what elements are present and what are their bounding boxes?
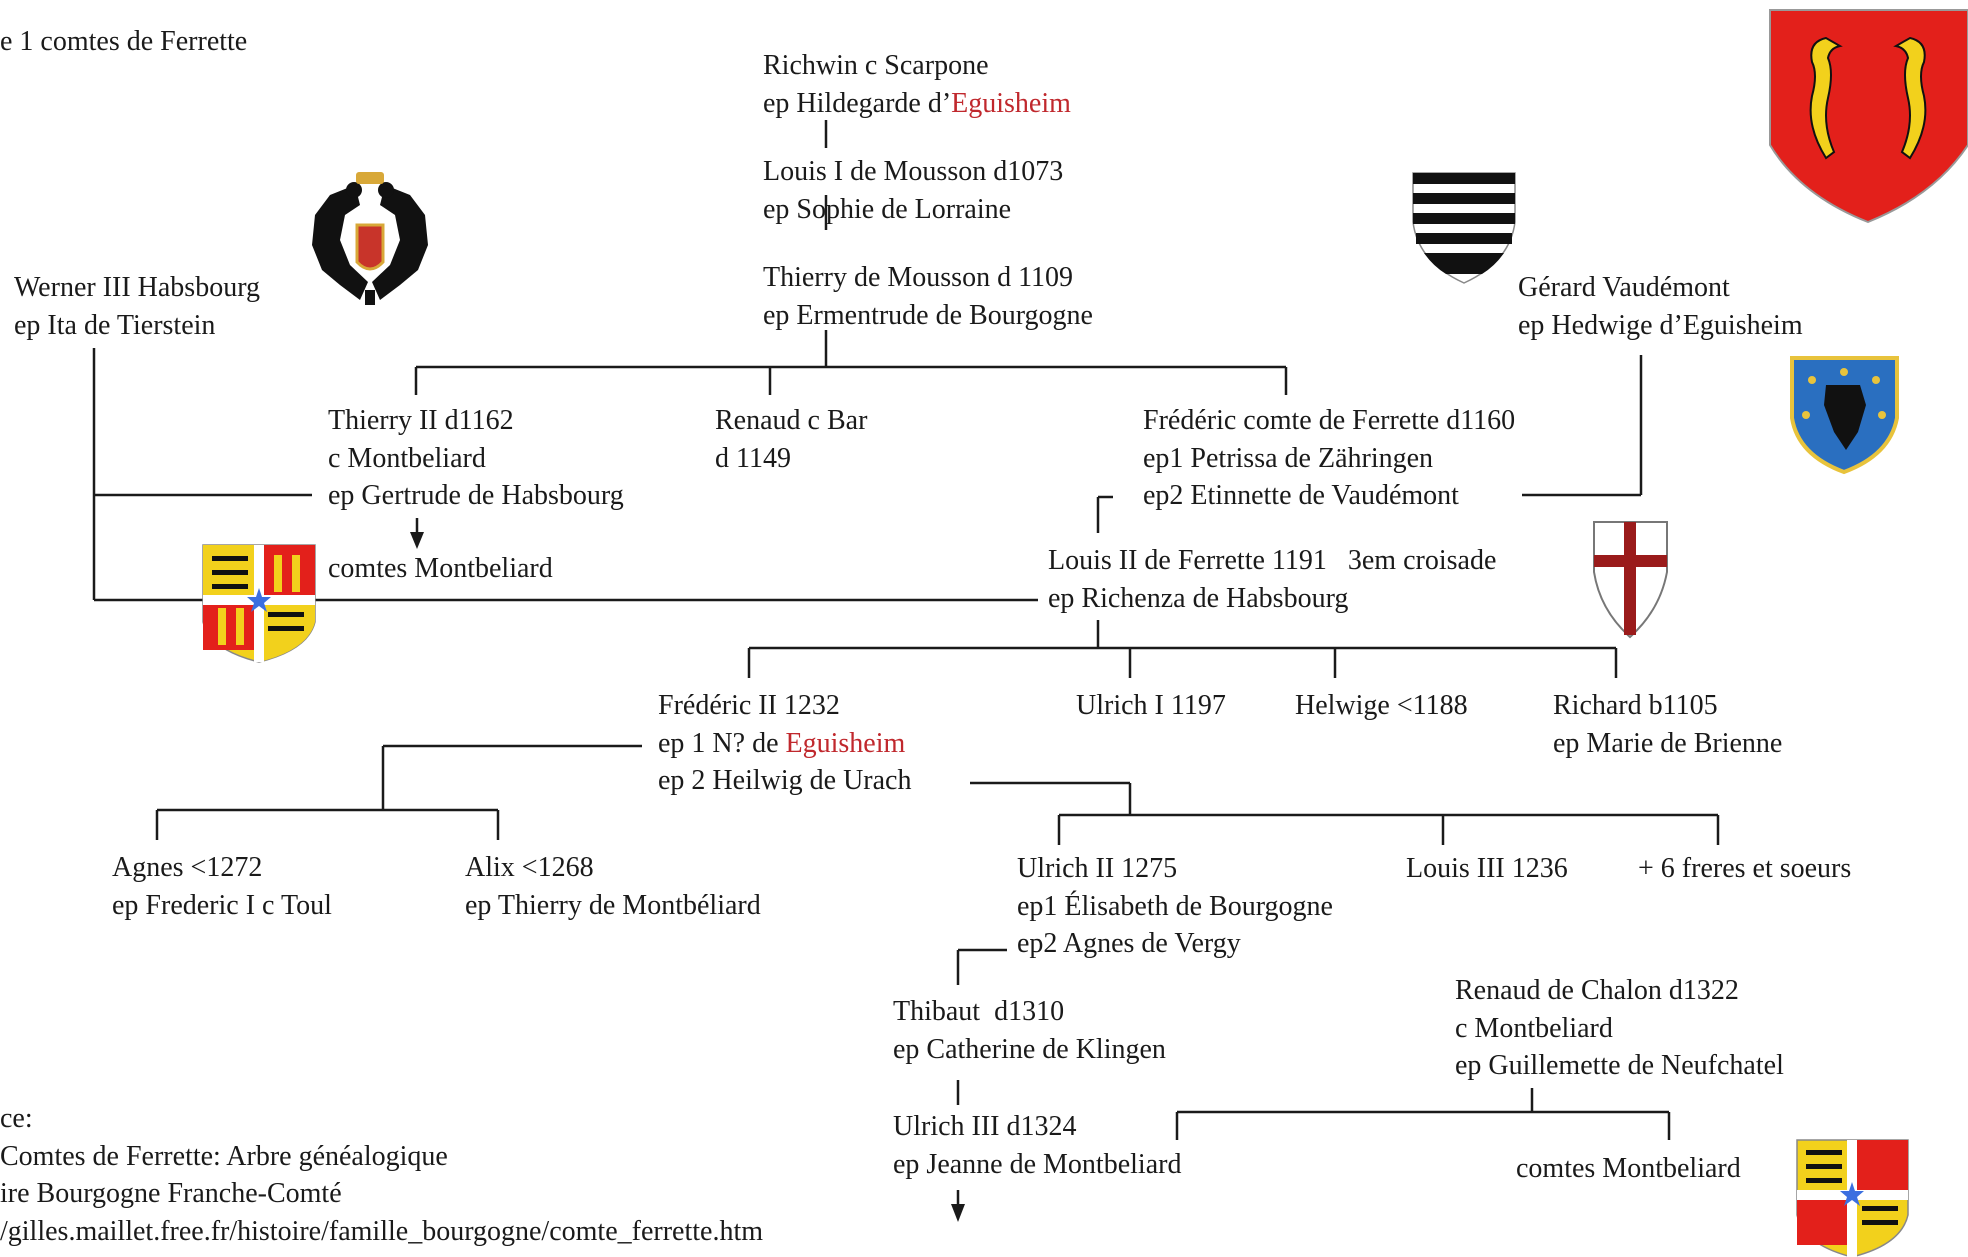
eagle-shield-icon bbox=[1790, 356, 1899, 475]
person-thierry-2: Thierry II d1162 c Montbeliard ep Gertru… bbox=[328, 405, 624, 511]
person-renaud-chalon: Renaud de Chalon d1322 c Montbeliard ep … bbox=[1455, 975, 1784, 1081]
person-alix: Alix <1268 ep Thierry de Montbéliard bbox=[465, 852, 761, 921]
person-renaud-bar: Renaud c Bar d 1149 bbox=[715, 405, 868, 474]
person-gerard: Gérard Vaudémont ep Hedwige d’Eguisheim bbox=[1518, 272, 1803, 341]
person-thierry-mousson: Thierry de Mousson d 1109 ep Ermentrude … bbox=[763, 262, 1093, 331]
source-block: ce: Comtes de Ferrette: Arbre généalogiq… bbox=[0, 1103, 763, 1247]
person-louis-1: Louis I de Mousson d1073 ep Sophie de Lo… bbox=[763, 156, 1064, 225]
siblings-note: + 6 freres et soeurs bbox=[1638, 853, 1852, 884]
montbeliard-shield-icon bbox=[202, 544, 316, 663]
person-agnes: Agnes <1272 ep Frederic I c Toul bbox=[112, 852, 332, 921]
person-ulrich-2: Ulrich II 1275 ep1 Élisabeth de Bourgogn… bbox=[1017, 853, 1333, 959]
person-frederic: Frédéric comte de Ferrette d1160 ep1 Pet… bbox=[1143, 405, 1516, 511]
person-louis-2: Louis II de Ferrette 1191 3em croisade e… bbox=[1048, 545, 1497, 614]
habsbourg-eagle-icon bbox=[312, 172, 428, 305]
person-ulrich-1: Ulrich I 1197 bbox=[1076, 690, 1226, 721]
person-richwin: Richwin c Scarpone ep Hildegarde d’Eguis… bbox=[763, 50, 1071, 119]
montbeliard-shield-icon bbox=[1796, 1139, 1909, 1257]
person-richard: Richard b1105 ep Marie de Brienne bbox=[1553, 690, 1783, 759]
person-ulrich-3: Ulrich III d1324 ep Jeanne de Montbeliar… bbox=[893, 1111, 1182, 1180]
person-thibaut: Thibaut d1310 ep Catherine de Klingen bbox=[893, 996, 1166, 1065]
page-title: e 1 comtes de Ferrette bbox=[0, 26, 248, 57]
person-louis-3: Louis III 1236 bbox=[1406, 853, 1568, 884]
person-helwige: Helwige <1188 bbox=[1295, 690, 1468, 721]
comtes-montbeliard-1: comtes Montbeliard bbox=[328, 553, 553, 584]
person-frederic-2: Frédéric II 1232 ep 1 N? de Eguisheim ep… bbox=[658, 690, 912, 796]
striped-shield-icon bbox=[1412, 172, 1516, 284]
comtes-montbeliard-2: comtes Montbeliard bbox=[1516, 1153, 1741, 1184]
person-werner-3: Werner III Habsbourg ep Ita de Tierstein bbox=[14, 272, 261, 341]
ferrette-shield-icon bbox=[1769, 9, 1968, 224]
crusader-shield-icon bbox=[1593, 521, 1668, 639]
